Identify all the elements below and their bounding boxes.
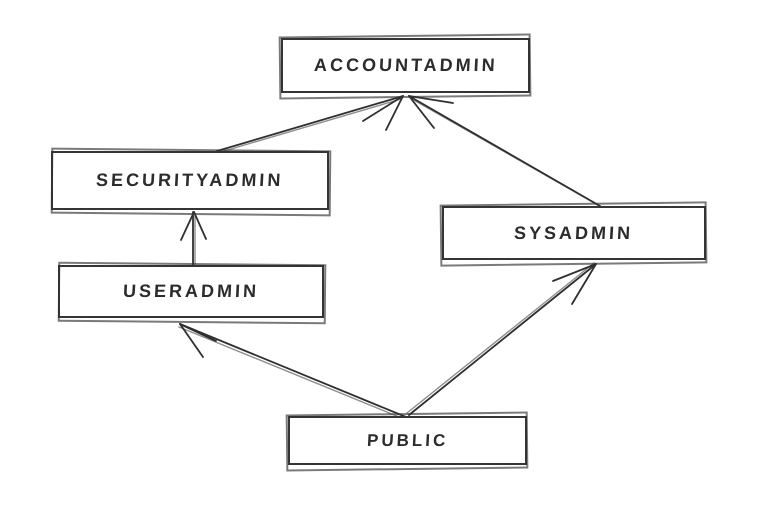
node-accountadmin-label: ACCOUNTADMIN — [313, 55, 498, 75]
node-sysadmin: SYSADMIN — [442, 206, 706, 260]
node-securityadmin-label: SECURITYADMIN — [95, 170, 285, 190]
node-public-label: PUBLIC — [366, 430, 449, 450]
node-securityadmin: SECURITYADMIN — [51, 151, 329, 210]
edge-public-to-sysadmin — [406, 262, 597, 416]
node-public: PUBLIC — [288, 416, 527, 465]
edge-securityadmin-to-accountadmin — [213, 95, 404, 155]
edge-public-to-useradmin — [178, 323, 407, 420]
edge-sysadmin-to-accountadmin — [408, 95, 604, 209]
node-useradmin-label: USERADMIN — [122, 281, 260, 301]
node-useradmin: USERADMIN — [58, 265, 324, 318]
edge-useradmin-to-securityadmin — [180, 211, 207, 266]
node-accountadmin: ACCOUNTADMIN — [281, 38, 530, 93]
node-sysadmin-label: SYSADMIN — [513, 222, 635, 243]
